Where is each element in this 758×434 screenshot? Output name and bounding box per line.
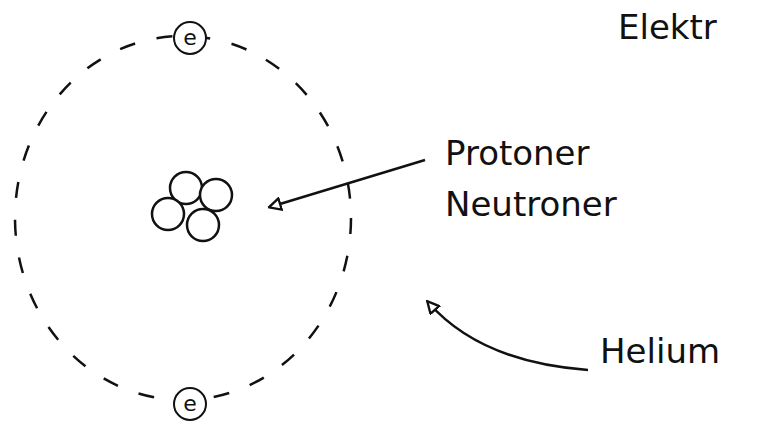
electron-symbol: e [183, 27, 197, 49]
annotation-label: Protoner Neutroner [445, 128, 617, 230]
nucleus [152, 172, 232, 241]
leader-arrow [270, 160, 425, 207]
annotation-label: Elektr [618, 2, 717, 53]
annotation-label: Helium [600, 326, 720, 377]
electron-circle: e [173, 21, 207, 55]
electron-circle: e [173, 387, 207, 421]
electron-orbit [15, 36, 351, 400]
electron-symbol: e [183, 393, 197, 415]
leader-arrow [428, 302, 588, 370]
